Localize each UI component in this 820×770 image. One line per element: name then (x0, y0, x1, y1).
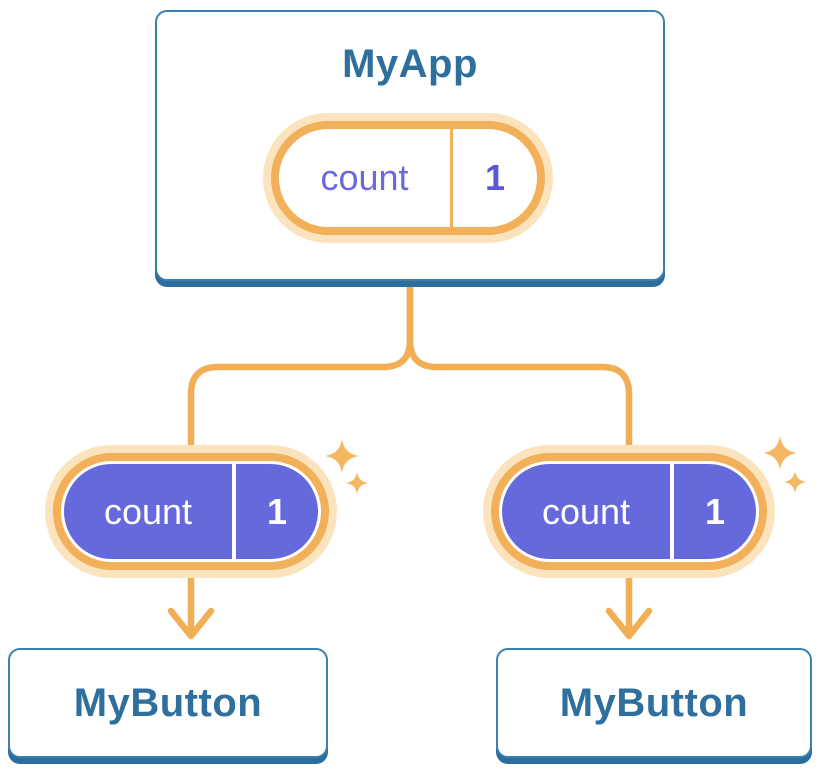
state-pill-ring: count 1 (271, 121, 545, 235)
state-pill-body: count 1 (499, 461, 759, 562)
state-pill-ring: count 1 (491, 453, 767, 570)
sparkle-icon (784, 471, 806, 493)
pill-divider (670, 464, 674, 559)
arrow-down-icon (605, 607, 653, 640)
sparkle-icon (763, 436, 797, 470)
state-pill-root: count 1 (263, 113, 553, 243)
state-pill-ring: count 1 (53, 453, 329, 570)
state-pill-core: count 1 (502, 464, 756, 559)
arrow-down-icon (167, 607, 215, 640)
state-pill-body: count 1 (279, 129, 537, 227)
state-value: 1 (266, 490, 288, 532)
sparkle-icon (346, 472, 368, 494)
state-pill-body: count 1 (61, 461, 321, 562)
component-label: MyApp (342, 42, 478, 86)
state-name: count (320, 157, 409, 198)
tree-connector-lines (167, 284, 653, 640)
state-pill-right-child: count 1 (483, 445, 775, 578)
state-name: count (541, 490, 631, 532)
state-value: 1 (704, 490, 726, 532)
component-label: MyButton (73, 680, 263, 725)
state-value: 1 (484, 157, 506, 198)
connector-root-to-right-child (406, 284, 633, 636)
state-pill-left-child: count 1 (45, 445, 337, 578)
state-pill-core: count 1 (64, 464, 318, 559)
pill-divider (450, 129, 453, 227)
component-label: MyButton (559, 680, 749, 725)
sparkle-icon (325, 439, 359, 473)
component-box-mybutton-left: MyButton (8, 648, 328, 758)
pill-divider (232, 464, 236, 559)
state-name: count (103, 490, 193, 532)
component-box-mybutton-right: MyButton (496, 648, 812, 758)
